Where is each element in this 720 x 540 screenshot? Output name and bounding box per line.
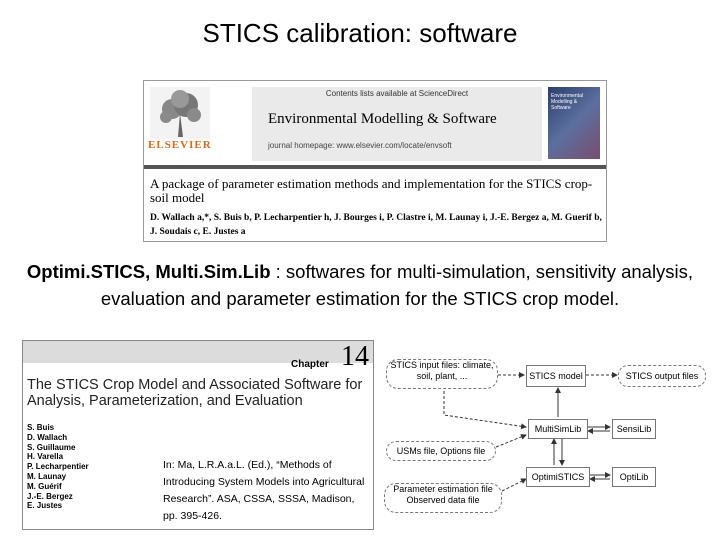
chapter-author: E. Justes [27, 501, 63, 511]
flow-connectors [443, 372, 618, 492]
chapter-author: J.-E. Bergez [27, 491, 73, 501]
parameter-estimation-file-node: Parameter estimation file Observed data … [384, 483, 502, 513]
chapter-number: 14 [341, 341, 369, 372]
chapter-top-bar [23, 341, 373, 363]
publisher-name: ELSEVIER [148, 139, 212, 151]
chapter-authors: S. Buis D. Wallach S. Guillaume H. Varel… [27, 423, 89, 511]
elsevier-tree-logo [150, 87, 210, 139]
chapter-label: Chapter [291, 359, 329, 370]
chapter-author: P. Lecharpentier [27, 462, 89, 472]
journal-name: Environmental Modelling & Software [268, 111, 497, 127]
article-title: A package of parameter estimation method… [150, 176, 593, 205]
arrow-usms-to-multisim [495, 434, 527, 448]
optimistics-node: OptimiSTICS [526, 467, 590, 487]
multisimlib-node: MultiSimLib [528, 419, 588, 439]
stics-input-files-node: STICS input files: climate, soil, plant,… [386, 359, 498, 389]
chapter-author: M. Guérif [27, 481, 62, 491]
software-description: Optimi.STICS, Multi.Sim.Lib : softwares … [0, 258, 720, 312]
chapter-author: D. Wallach [27, 432, 68, 442]
chapter-author: S. Buis [27, 423, 55, 432]
book-chapter-image: Chapter 14 The STICS Crop Model and Asso… [22, 340, 374, 530]
software-description-text: : softwares for multi-simulation, sensit… [100, 261, 694, 309]
optilib-node: OptiLib [612, 467, 656, 487]
chapter-author: H. Varella [27, 452, 64, 462]
software-names: Optimi.STICS, Multi.Sim.Lib [26, 261, 271, 282]
journal-box: Contents lists available at ScienceDirec… [252, 87, 542, 161]
journal-banner: ELSEVIER Contents lists available at Sci… [144, 81, 606, 169]
arrow-input-to-multisim [443, 391, 527, 430]
stics-output-files-node: STICS output files [618, 365, 706, 387]
senslib-node: SensiLib [612, 419, 656, 439]
paper-header-image: ELSEVIER Contents lists available at Sci… [143, 80, 607, 242]
software-flow-diagram: STICS input files: climate, soil, plant,… [384, 355, 714, 535]
chapter-citation: In: Ma, L.R.A.a.L. (Ed.), “Methods of In… [163, 459, 365, 522]
chapter-author: M. Launay [27, 471, 67, 481]
chapter-title: The STICS Crop Model and Associated Soft… [27, 377, 363, 409]
journal-cover-image: Environmental Modelling & Software [548, 87, 600, 159]
availability-line: Contents lists available at ScienceDirec… [325, 89, 469, 98]
article-authors: D. Wallach a,*, S. Buis b, P. Lecharpent… [150, 213, 602, 237]
usms-options-file-node: USMs file, Options file [386, 441, 496, 461]
cover-title: Environmental Modelling & Software [551, 93, 583, 111]
stics-model-node: STICS model [526, 365, 586, 387]
arrow-param-to-optimistics [501, 478, 527, 492]
chapter-author: S. Guillaume [27, 442, 76, 452]
journal-homepage: journal homepage: www.elsevier.com/locat… [268, 141, 452, 150]
slide-title: STICS calibration: software [202, 18, 518, 48]
